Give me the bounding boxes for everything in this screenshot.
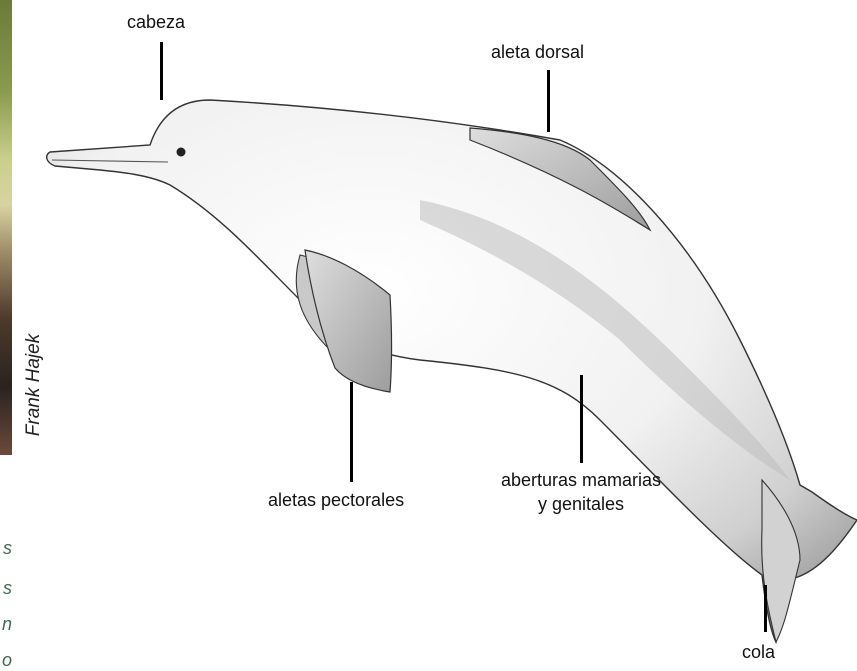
label-openings-line1: aberturas mamarias (481, 468, 681, 492)
leader-line-openings (580, 375, 583, 463)
dolphin-body (47, 100, 857, 642)
eye (177, 148, 186, 157)
leader-line-dorsal (547, 70, 550, 132)
label-openings-line2: y genitales (481, 492, 681, 516)
label-head: cabeza (127, 10, 185, 34)
label-dorsal-fin: aleta dorsal (491, 40, 584, 64)
label-openings: aberturas mamarias y genitales (481, 468, 681, 516)
label-tail: cola (742, 640, 775, 664)
leader-line-head (160, 42, 163, 100)
leader-line-pectoral (350, 382, 353, 482)
leader-line-tail (764, 585, 767, 632)
label-pectoral-fins: aletas pectorales (268, 488, 404, 512)
